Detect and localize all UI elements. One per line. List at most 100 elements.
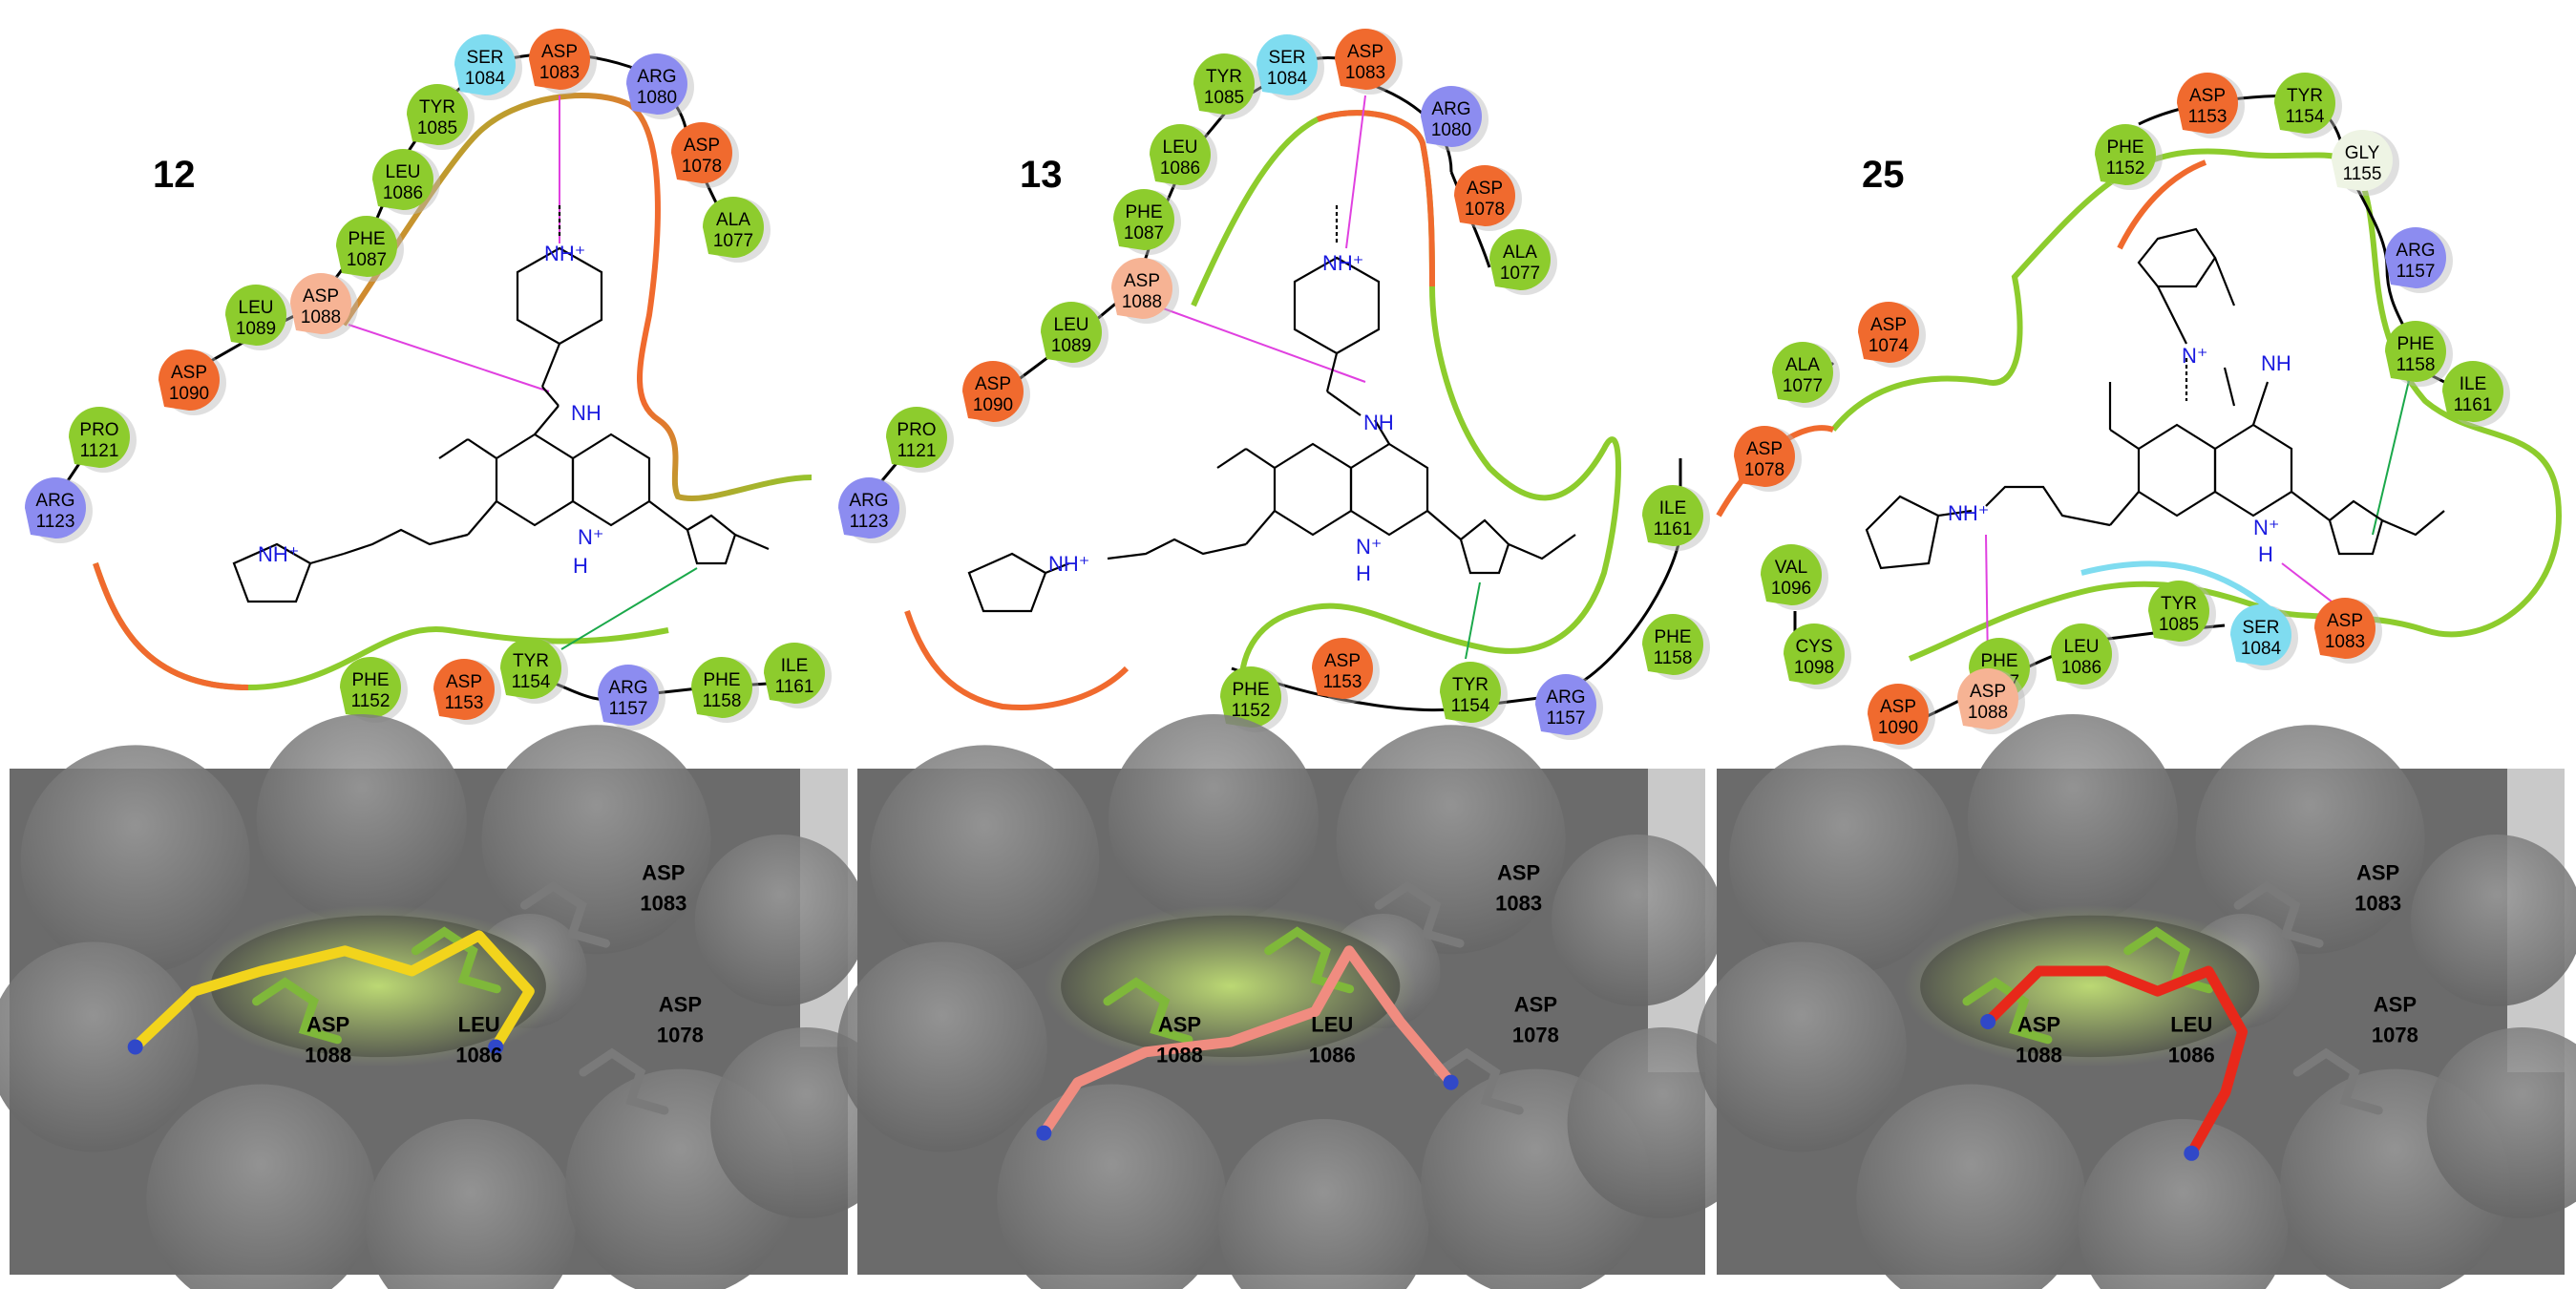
surface-residue-number: 1083	[1495, 892, 1542, 916]
pocket-contour	[341, 93, 813, 502]
residue-disc	[290, 273, 351, 334]
atom-label: N⁺	[2253, 516, 2280, 539]
residue-disc	[886, 407, 947, 468]
pi-stacking-line	[560, 567, 698, 650]
residue-name: ASP	[446, 672, 482, 692]
surface-lobe	[365, 1119, 576, 1289]
pi-stacking-line	[2372, 371, 2412, 536]
residue-name: PRO	[897, 420, 936, 440]
residue-number: 1152	[2106, 158, 2145, 179]
residue-disc	[1868, 684, 1929, 745]
residue-sticks	[411, 926, 501, 994]
nitrogen-atom	[1036, 1125, 1052, 1141]
residue-name: ASP	[1347, 42, 1383, 62]
residue-name: ALA	[1785, 355, 1820, 375]
residue-number: 1087	[347, 250, 387, 270]
surface-residue-number: 1078	[1512, 1023, 1559, 1046]
residue-name: LEU	[1163, 137, 1198, 158]
surface-residue-number: 1088	[2016, 1044, 2062, 1067]
compound-title: 12	[153, 154, 196, 196]
surface-residue-name: ASP	[2356, 861, 2399, 885]
residue-number: 1077	[713, 231, 753, 251]
residue-disc	[1111, 258, 1172, 319]
residue-name: LEU	[386, 162, 421, 182]
atom-label: H	[573, 554, 588, 578]
surface-residue-number: 1086	[455, 1044, 502, 1067]
residue-disc	[1454, 165, 1515, 226]
residue-name: ASP	[303, 286, 339, 306]
surface-lobe	[694, 835, 867, 1006]
surface-residue-number: 1086	[2168, 1044, 2215, 1067]
surface-lobe	[997, 1084, 1227, 1289]
residue-name: PHE	[351, 670, 389, 690]
residue-sticks	[519, 880, 610, 948]
pocket-contour-accent	[1316, 110, 1435, 287]
surface-residue-number: 1083	[2354, 892, 2401, 916]
surface-lobe	[20, 745, 250, 975]
residue-number: 1078	[1744, 460, 1784, 480]
nitrogen-atom	[1443, 1074, 1459, 1090]
surface-lobe	[146, 1084, 376, 1289]
pocket-contour	[1830, 148, 2563, 662]
atom-label: H	[1356, 561, 1371, 585]
residue-name: PHE	[1654, 627, 1691, 647]
residue-name: ALA	[1503, 243, 1537, 263]
ligand-skeleton	[232, 205, 770, 603]
residue-number: 1088	[301, 307, 341, 328]
surface-residue-name: ASP	[642, 861, 685, 885]
surface-residue-name: ASP	[1158, 1013, 1201, 1037]
residue-disc	[2177, 73, 2238, 134]
residue-number: 1157	[609, 699, 648, 719]
surface-lobe	[836, 941, 1047, 1152]
residue-disc	[1858, 302, 1919, 363]
interaction-diagram-13: 13	[838, 29, 1710, 740]
residue-number: 1161	[1654, 519, 1693, 539]
residue-disc	[1772, 342, 1833, 403]
residue-number: 1155	[2343, 164, 2382, 184]
ligand-sticks	[1982, 965, 2249, 1159]
residue-sticks	[252, 977, 343, 1045]
residue-name: LEU	[2064, 637, 2100, 657]
hbond-line	[348, 324, 550, 392]
residue-number: 1085	[1204, 88, 1244, 108]
residue-disc	[626, 53, 687, 115]
nitrogen-atom	[127, 1039, 143, 1055]
surface-residue-name: ASP	[1497, 861, 1540, 885]
residue-number: 1154	[2286, 107, 2325, 127]
residue-name: ARG	[2396, 241, 2435, 261]
residue-disc	[1312, 638, 1373, 699]
residue-disc	[2230, 604, 2291, 666]
residue-number: 1087	[1124, 223, 1164, 243]
hbond-line	[1154, 305, 1366, 383]
residue-number: 1086	[1160, 158, 1200, 179]
nitrogen-atom	[2184, 1145, 2200, 1161]
surface-residue-name: LEU	[1311, 1013, 1353, 1037]
surface-lobe	[1856, 1084, 2086, 1289]
residue-name: PHE	[2397, 334, 2434, 354]
residue-disc	[2332, 130, 2393, 191]
surface-residue-number: 1078	[2372, 1023, 2418, 1046]
residue-disc	[500, 638, 561, 699]
residue-disc	[2274, 73, 2335, 134]
residue-number: 1089	[1051, 336, 1091, 356]
residue-disc	[433, 659, 495, 720]
residue-disc	[1761, 544, 1822, 605]
residue-name: PHE	[1125, 202, 1162, 222]
surface-lobe	[870, 745, 1100, 975]
pi-stacking-line	[1465, 581, 1481, 660]
